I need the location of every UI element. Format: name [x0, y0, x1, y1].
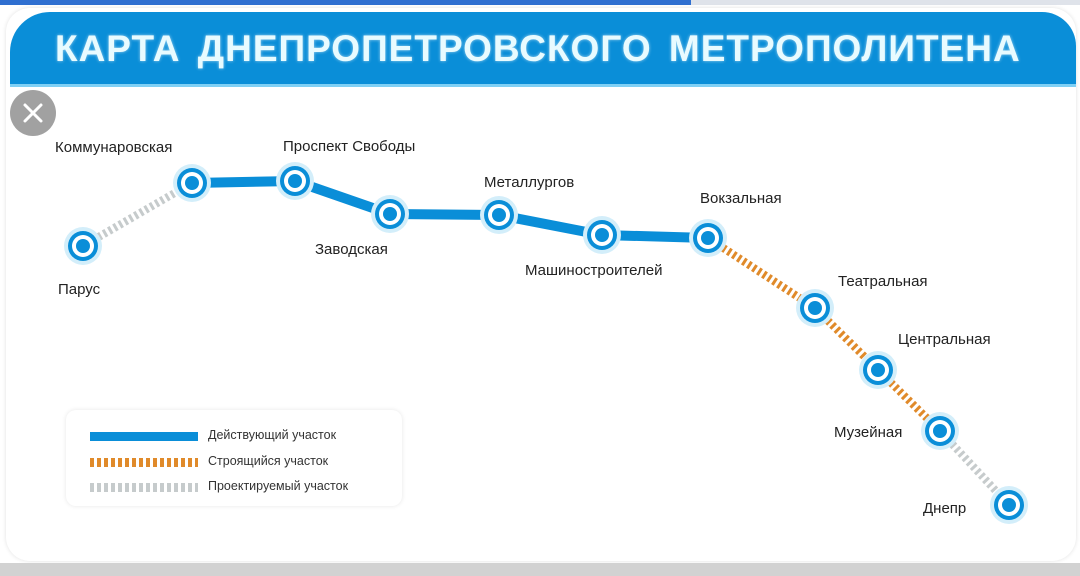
legend-label: Проектируемый участок	[208, 479, 349, 493]
map-header-banner: КАРТА ДНЕПРОПЕТРОВСКОГО МЕТРОПОЛИТЕНА	[10, 12, 1076, 87]
legend-swatch-under-construction	[90, 458, 198, 467]
close-button[interactable]	[10, 90, 56, 136]
legend-swatch-planned	[90, 483, 198, 492]
station-label: Коммунаровская	[55, 139, 173, 156]
station-marker	[689, 219, 727, 257]
station-marker	[276, 162, 314, 200]
legend-label: Строящийся участок	[208, 454, 329, 468]
station-marker	[921, 412, 959, 450]
station-label: Музейная	[834, 424, 903, 441]
close-x-icon	[23, 103, 43, 123]
station-label: Вокзальная	[700, 190, 782, 207]
track-segment-planned	[80, 179, 195, 250]
station-label: Театральная	[838, 273, 928, 290]
legend: Действующий участок Строящийся участок П…	[66, 410, 402, 506]
station-label: Заводская	[315, 241, 388, 258]
legend-swatch-operating	[90, 432, 198, 441]
station-marker	[173, 164, 211, 202]
map-title: КАРТА ДНЕПРОПЕТРОВСКОГО МЕТРОПОЛИТЕНА	[55, 28, 1021, 69]
track-segment-under-construction	[705, 234, 818, 312]
station-label: Проспект Свободы	[283, 138, 416, 155]
station-label: Парус	[58, 281, 101, 298]
station-marker	[990, 486, 1028, 524]
station-label: Машиностроителей	[525, 262, 663, 279]
station-label: Металлургов	[484, 174, 575, 191]
station-label: Центральная	[898, 331, 991, 348]
loading-progress-bar	[0, 0, 1080, 5]
legend-label: Действующий участок	[208, 428, 337, 442]
station-marker	[859, 351, 897, 389]
station-marker	[583, 216, 621, 254]
station-label: Днепр	[923, 500, 967, 517]
loading-progress-fill	[0, 0, 692, 5]
viewer-bottom-bar	[0, 563, 1080, 576]
station-marker	[796, 289, 834, 327]
station-marker	[480, 196, 518, 234]
station-marker	[371, 195, 409, 233]
station-marker	[64, 227, 102, 265]
